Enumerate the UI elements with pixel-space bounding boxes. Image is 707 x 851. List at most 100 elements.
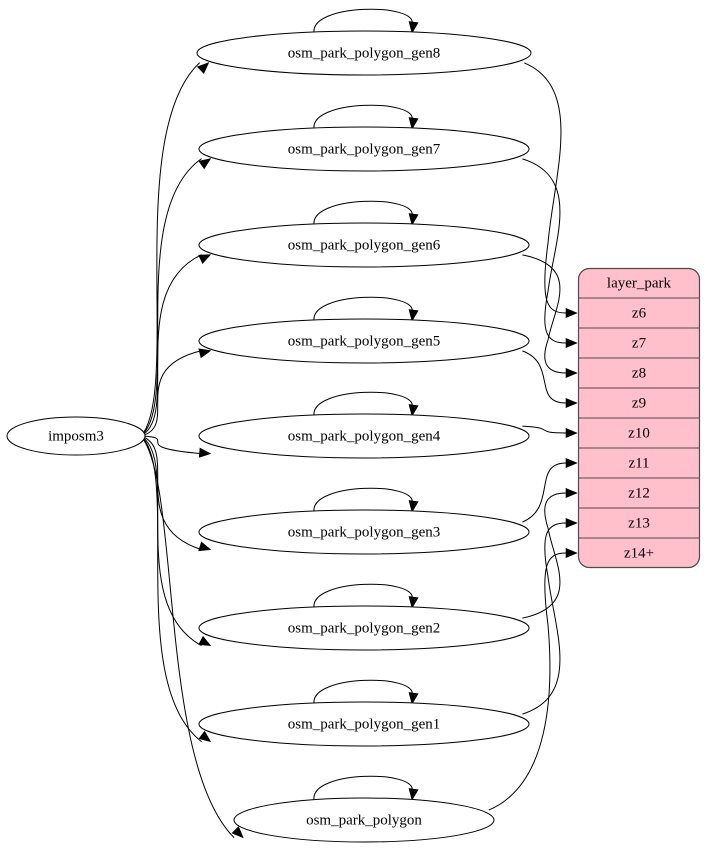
arrowhead-osm-park-polygon-gen7-to-z7 [565,337,578,349]
node-osm-park-polygon-gen4-label: osm_park_polygon_gen4 [288,428,441,444]
arrowhead-imposm3-to-osm-park-polygon-gen6 [198,254,212,265]
edge-osm-park-polygon-gen8-to-z6 [524,62,567,314]
table-row-label: z11 [628,455,649,471]
table-row-label: z9 [632,395,646,411]
node-osm-park-polygon-gen5-label: osm_park_polygon_gen5 [288,333,440,349]
node-osm-park-polygon-gen2-shape[interactable] [198,605,530,651]
node-osm-park-polygon-gen1-shape[interactable] [198,701,530,747]
node-osm-park-polygon-gen5-shape[interactable] [198,318,530,364]
node-osm-park-polygon-gen4-shape[interactable] [198,413,530,459]
table-row-cell[interactable] [578,417,700,449]
nodes-layer: imposm3 osm_park_polygon_gen8 osm_park_pol… [6,30,532,843]
edge-selfloop-osm-park-polygon-gen8 [313,8,413,34]
edge-osm-park-polygon-gen2-to-z12 [522,492,567,619]
edge-selfloop-osm-park-polygon-gen3 [313,487,413,513]
node-osm-park-polygon-gen2-label: osm_park_polygon_gen2 [288,620,440,636]
node-osm-park-polygon-gen7-shape[interactable] [198,126,530,172]
arrowhead-selfloop-osm-park-polygon-gen6 [408,213,419,226]
table-row-cell[interactable] [578,447,700,479]
node-osm-park-polygon-gen3-label: osm_park_polygon_gen3 [288,524,440,540]
edge-imposm3-to-osm-park-polygon-gen4 [140,435,202,455]
edge-osm-park-polygon-gen7-to-z7 [522,158,567,344]
node-osm-park-polygon-gen8-label: osm_park_polygon_gen8 [288,45,440,61]
node-osm-park-polygon-gen8-shape[interactable] [196,30,532,76]
arrowhead-osm-park-polygon-gen5-to-z9 [565,397,578,409]
edge-selfloop-osm-park-polygon-gen1 [313,679,413,705]
edge-selfloop-osm-park-polygon-gen6 [313,200,413,226]
node-osm-park-polygon-gen5[interactable]: osm_park_polygon_gen5 [198,318,530,364]
node-osm-park-polygon-gen8[interactable]: osm_park_polygon_gen8 [196,30,532,76]
node-osm-park-polygon[interactable]: osm_park_polygon [233,797,495,843]
arrowhead-imposm3-to-osm-park-polygon-gen1 [198,730,212,743]
table-row-label: z6 [632,305,647,321]
table-row-label: z14+ [624,545,654,561]
arrowhead-selfloop-osm-park-polygon-gen2 [408,596,419,609]
node-osm-park-polygon-gen7-label: osm_park_polygon_gen7 [288,141,441,157]
table-row-label: z13 [628,515,650,531]
arrowhead-imposm3-to-osm-park-polygon-gen3 [198,541,212,552]
arrowhead-selfloop-osm-park-polygon-gen1 [408,692,419,705]
node-osm-park-polygon-gen6[interactable]: osm_park_polygon_gen6 [198,222,530,268]
arrowhead-imposm3-to-osm-park-polygon [231,826,244,839]
edge-osm-park-polygon-to-z14+ [488,552,567,811]
table-row-label: z7 [632,335,647,351]
arrowhead-osm-park-polygon-gen8-to-z6 [565,307,578,319]
edge-imposm3-to-osm-park-polygon-gen6 [140,254,202,437]
arrowhead-imposm3-to-osm-park-polygon-gen4 [198,447,212,458]
edge-osm-park-polygon-gen6-to-z8 [522,254,567,374]
arrowhead-imposm3-to-osm-park-polygon-gen7 [198,158,212,170]
node-imposm3-shape[interactable] [6,416,146,456]
node-osm-park-polygon-gen4[interactable]: osm_park_polygon_gen4 [198,413,530,459]
arrowhead-selfloop-osm-park-polygon-gen5 [408,309,419,322]
arrowhead-imposm3-to-osm-park-polygon-gen2 [198,635,212,647]
table-row-label: z8 [632,365,646,381]
node-imposm3[interactable]: imposm3 [6,416,146,456]
edge-selfloop-osm-park-polygon-gen7 [313,104,413,130]
arrowhead-selfloop-osm-park-polygon-gen4 [408,404,419,417]
edge-osm-park-polygon-gen5-to-z9 [522,350,567,404]
edge-imposm3-to-osm-park-polygon-gen5 [140,350,202,437]
table-row-cell[interactable] [578,327,700,359]
node-osm-park-polygon-gen1[interactable]: osm_park_polygon_gen1 [198,701,530,747]
edge-selfloop-osm-park-polygon-gen4 [313,391,413,417]
node-osm-park-polygon-gen6-label: osm_park_polygon_gen6 [288,237,441,253]
arrowhead-osm-park-polygon-gen4-to-z10 [565,427,578,439]
edge-imposm3-to-osm-park-polygon-gen8 [140,62,201,437]
edge-selfloop-osm-park-polygon-gen2 [313,583,413,609]
edge-imposm3-to-osm-park-polygon-gen2 [140,435,202,647]
node-imposm3-label: imposm3 [48,428,104,444]
edge-imposm3-to-osm-park-polygon [140,435,235,838]
node-osm-park-polygon-gen6-shape[interactable] [198,222,530,268]
node-osm-park-polygon-gen2[interactable]: osm_park_polygon_gen2 [198,605,530,651]
arrowhead-osm-park-polygon-gen3-to-z11 [565,457,578,469]
node-osm-park-polygon-label: osm_park_polygon [306,812,422,828]
arrowhead-imposm3-to-osm-park-polygon-gen8 [196,62,210,75]
table-header-label: layer_park [607,275,672,291]
table-outline [577,267,701,569]
table-row-label: z12 [628,485,650,501]
node-osm-park-polygon-gen7[interactable]: osm_park_polygon_gen7 [198,126,530,172]
node-osm-park-polygon-gen1-label: osm_park_polygon_gen1 [288,716,440,732]
edge-imposm3-to-osm-park-polygon-gen7 [140,158,202,437]
table-row-cell[interactable] [578,387,700,419]
node-osm-park-polygon-shape[interactable] [233,797,495,843]
arrowhead-osm-park-polygon-gen6-to-z8 [565,367,578,379]
edge-selfloop-osm-park-polygon-gen5 [313,296,413,322]
table-row-cell[interactable] [578,507,700,539]
node-osm-park-polygon-gen3[interactable]: osm_park_polygon_gen3 [198,509,530,555]
arrowhead-osm-park-polygon-gen1-to-z13 [565,517,578,529]
edge-osm-park-polygon-gen1-to-z13 [522,522,567,715]
arrowhead-selfloop-osm-park-polygon-gen7 [408,117,419,130]
arrowhead-osm-park-polygon-gen2-to-z12 [565,487,578,499]
arrowhead-imposm3-to-osm-park-polygon-gen5 [198,348,212,359]
arrowhead-osm-park-polygon-to-z14+ [565,547,578,559]
node-osm-park-polygon-gen3-shape[interactable] [198,509,530,555]
arrowhead-selfloop-osm-park-polygon-gen8 [408,21,419,34]
table-row-cell[interactable] [578,537,700,568]
edge-imposm3-to-osm-park-polygon-gen1 [140,435,202,743]
edges-layer [140,8,578,839]
